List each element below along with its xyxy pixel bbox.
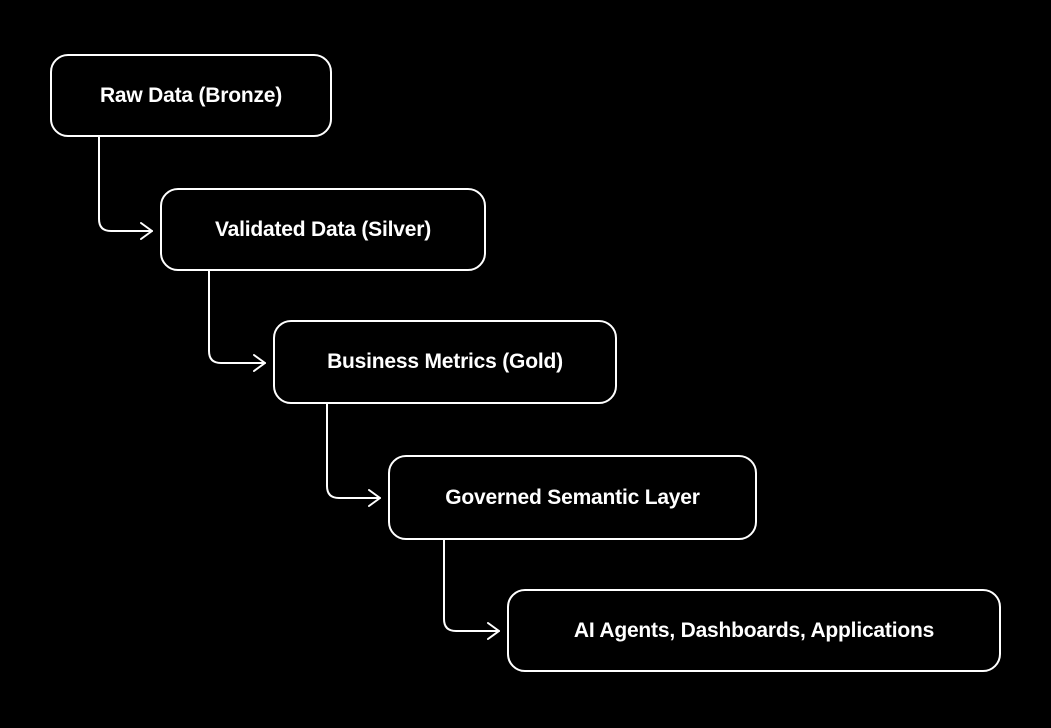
flow-node-label: AI Agents, Dashboards, Applications (573, 618, 935, 642)
flow-node-label: Business Metrics (Gold) (327, 350, 563, 374)
flow-node-raw-data-bronze[interactable]: Raw Data (Bronze) (50, 54, 332, 137)
flow-node-governed-semantic-layer[interactable]: Governed Semantic Layer (388, 455, 757, 540)
flow-node-label: Governed Semantic Layer (445, 485, 700, 509)
arrowhead-icon (487, 622, 500, 640)
flow-node-label: Raw Data (Bronze) (99, 83, 283, 107)
flow-node-ai-agents-dashboards-applications[interactable]: AI Agents, Dashboards, Applications (507, 589, 1001, 672)
connector-line (208, 270, 266, 364)
flow-node-validated-data-silver[interactable]: Validated Data (Silver) (160, 188, 486, 271)
connector-line (98, 136, 153, 232)
connector-line (443, 539, 500, 632)
arrowhead-icon (140, 222, 153, 240)
arrowhead-icon (368, 489, 381, 507)
arrowhead-icon (253, 354, 266, 372)
flow-node-business-metrics-gold[interactable]: Business Metrics (Gold) (273, 320, 617, 404)
flow-node-label: Validated Data (Silver) (215, 217, 431, 241)
connector-line (326, 403, 381, 499)
